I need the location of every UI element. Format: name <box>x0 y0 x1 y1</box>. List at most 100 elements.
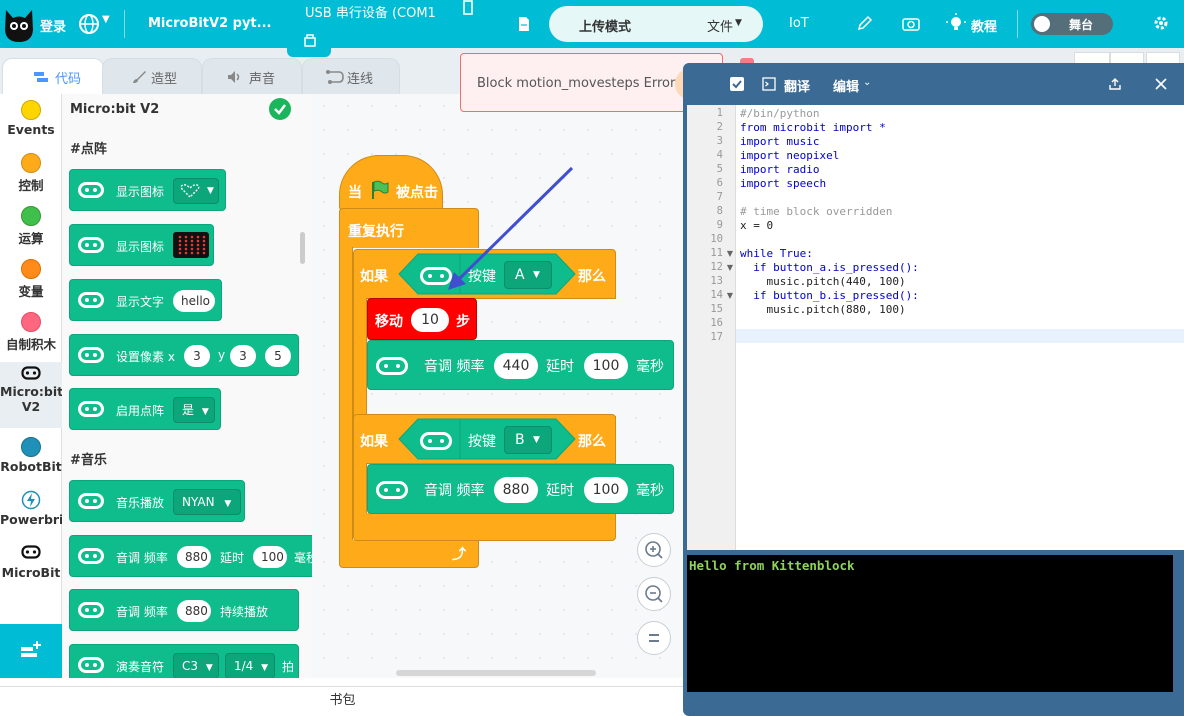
fold-arrow-icon[interactable]: ▼ <box>726 263 733 272</box>
hat-block-when-flag-clicked[interactable]: 当 被点击 <box>339 155 443 211</box>
block-tone-continuous[interactable]: 音调 频率 880 持续播放 <box>69 589 299 631</box>
frequency-input[interactable]: 440 <box>494 353 538 379</box>
category-operators[interactable]: 运算 <box>0 206 62 247</box>
sync-checkbox[interactable] <box>730 77 744 91</box>
close-icon[interactable] <box>1154 77 1168 91</box>
project-name[interactable]: MicroBitV2 pyt... <box>148 16 272 31</box>
kitten-logo-icon[interactable] <box>2 4 36 44</box>
text-input[interactable]: hello <box>173 290 215 312</box>
microbit-icon <box>420 432 452 450</box>
frequency-input[interactable]: 880 <box>494 477 538 503</box>
code-line: import speech <box>740 177 827 190</box>
file-menu[interactable]: 文件 <box>707 20 734 35</box>
category-powerbrick[interactable]: Powerbri <box>0 490 62 527</box>
language-chevron-icon[interactable]: ▼ <box>102 14 110 25</box>
block-show-image[interactable]: 显示图标 <box>69 224 214 266</box>
fold-arrow-icon[interactable]: ▼ <box>726 291 733 300</box>
camera-icon[interactable] <box>902 16 920 31</box>
device-connect-tab[interactable] <box>287 22 331 57</box>
chevron-down-icon[interactable]: ⌄ <box>863 77 872 88</box>
tab-sounds[interactable]: 声音 <box>202 58 302 94</box>
upload-mode-label[interactable]: 上传模式 <box>579 20 632 35</box>
forever-label: 重复执行 <box>348 224 404 240</box>
export-icon[interactable] <box>1108 77 1122 91</box>
delay-input[interactable]: 100 <box>584 353 628 379</box>
category-microbit[interactable]: MicroBit <box>0 545 62 580</box>
block-set-pixel[interactable]: 设置像素 x 3 y 3 5 <box>69 334 299 376</box>
block-show-text[interactable]: 显示文字 hello <box>69 279 222 321</box>
delay-input[interactable]: 100 <box>584 477 628 503</box>
category-my-blocks[interactable]: 自制积木 <box>0 312 62 353</box>
category-robotbit[interactable]: RobotBit <box>0 437 62 474</box>
block-label: 音乐播放 <box>116 496 165 510</box>
block-show-icon[interactable]: 显示图标 ▼ <box>69 169 226 211</box>
file-icon[interactable] <box>517 16 531 32</box>
tutorial-button[interactable]: 教程 <box>971 20 998 35</box>
zoom-reset-button[interactable] <box>637 621 671 655</box>
led-matrix-icon[interactable] <box>173 232 209 258</box>
music-dropdown[interactable]: NYAN ▼ <box>173 489 241 515</box>
icon-dropdown[interactable]: ▼ <box>173 178 219 204</box>
pencil-icon[interactable] <box>857 15 873 31</box>
frequency-input[interactable]: 880 <box>177 546 211 568</box>
category-variables[interactable]: 变量 <box>0 259 62 300</box>
gear-icon[interactable] <box>1153 15 1169 31</box>
iot-button[interactable]: IoT <box>789 16 809 31</box>
pixel-x-input[interactable]: 3 <box>184 345 210 367</box>
microbit-icon <box>21 545 41 559</box>
enable-dropdown[interactable]: 是 ▼ <box>173 397 215 423</box>
category-events[interactable]: Events <box>0 100 62 137</box>
connected-check-icon <box>269 98 291 120</box>
device-selector[interactable]: USB 串行设备 (COM1 <box>305 6 436 21</box>
block-enable-matrix[interactable]: 启用点阵 是 ▼ <box>69 388 221 430</box>
beat-dropdown[interactable]: 1/4 ▼ <box>225 653 275 678</box>
globe-icon[interactable] <box>78 13 100 35</box>
category-menu: Events 控制 运算 变量 自制积木 Micro:bit V2 RobotB… <box>0 94 63 624</box>
button-dropdown[interactable]: A ▼ <box>504 261 552 289</box>
block-play-note[interactable]: 演奏音符 C3 ▼ 1/4 ▼ 拍 <box>69 644 299 678</box>
edit-menu[interactable]: 编辑 <box>833 80 860 95</box>
brightness-input[interactable]: 5 <box>265 345 291 367</box>
line-number: 10 <box>710 233 723 245</box>
script-workspace[interactable]: 当 被点击 重复执行 ⤴ 如果 按键 A ▼ 那么 移动 10 <box>312 94 685 678</box>
lightbulb-icon[interactable] <box>946 13 966 33</box>
delay-input[interactable]: 100 <box>253 546 287 568</box>
stage-toggle[interactable]: 舞台 <box>1031 13 1113 35</box>
frequency-input[interactable]: 880 <box>177 600 211 622</box>
category-control[interactable]: 控制 <box>0 153 62 194</box>
palette-scrollbar[interactable] <box>300 232 305 264</box>
block-tone-delay[interactable]: 音调 频率 880 延时 100 毫秒 <box>69 535 312 577</box>
file-menu-chevron-icon[interactable]: ▼ <box>735 18 742 28</box>
variables-dot <box>21 259 41 279</box>
zoom-in-button[interactable] <box>637 533 671 567</box>
steps-unit-label: 步 <box>456 314 470 330</box>
login-button[interactable]: 登录 <box>40 20 67 35</box>
tab-wiring[interactable]: 连线 <box>302 58 400 94</box>
zoom-out-button[interactable] <box>637 577 671 611</box>
tab-code[interactable]: 代码 <box>2 58 104 94</box>
note-dropdown[interactable]: C3 ▼ <box>173 653 219 678</box>
category-microbit-v2[interactable]: Micro:bit V2 <box>0 366 63 414</box>
move-steps-block-error[interactable]: 移动 10 步 <box>367 298 477 340</box>
button-dropdown[interactable]: B ▼ <box>504 426 552 454</box>
section-music: #音乐 <box>70 453 107 468</box>
block-tone-880[interactable]: 音调 频率 880 延时 100 毫秒 <box>367 464 674 514</box>
pixel-y-input[interactable]: 3 <box>230 345 256 367</box>
backpack-bar[interactable]: 书包 <box>0 686 685 716</box>
steps-input[interactable]: 10 <box>411 308 449 332</box>
block-play-music[interactable]: 音乐播放 NYAN ▼ <box>69 480 245 522</box>
forever-block[interactable]: 重复执行 <box>339 208 479 248</box>
serial-console[interactable]: Hello from Kittenblock <box>687 555 1173 692</box>
block-tone-440[interactable]: 音调 频率 440 延时 100 毫秒 <box>367 340 674 390</box>
translate-button[interactable]: 翻译 <box>784 80 811 95</box>
workspace-horizontal-scrollbar[interactable] <box>396 670 596 676</box>
fold-arrow-icon[interactable]: ▼ <box>726 249 733 258</box>
green-flag-icon <box>372 180 389 199</box>
hat-clicked-label: 被点击 <box>396 185 438 201</box>
if-block-button-a[interactable]: 如果 按键 A ▼ 那么 <box>353 249 616 299</box>
upload-mode-pill[interactable]: 上传模式 文件 ▼ <box>549 6 763 42</box>
add-extension-button[interactable] <box>0 624 62 678</box>
if-block-button-b[interactable]: 如果 按键 B ▼ 那么 <box>353 414 616 464</box>
tab-costumes[interactable]: 造型 <box>102 58 202 94</box>
